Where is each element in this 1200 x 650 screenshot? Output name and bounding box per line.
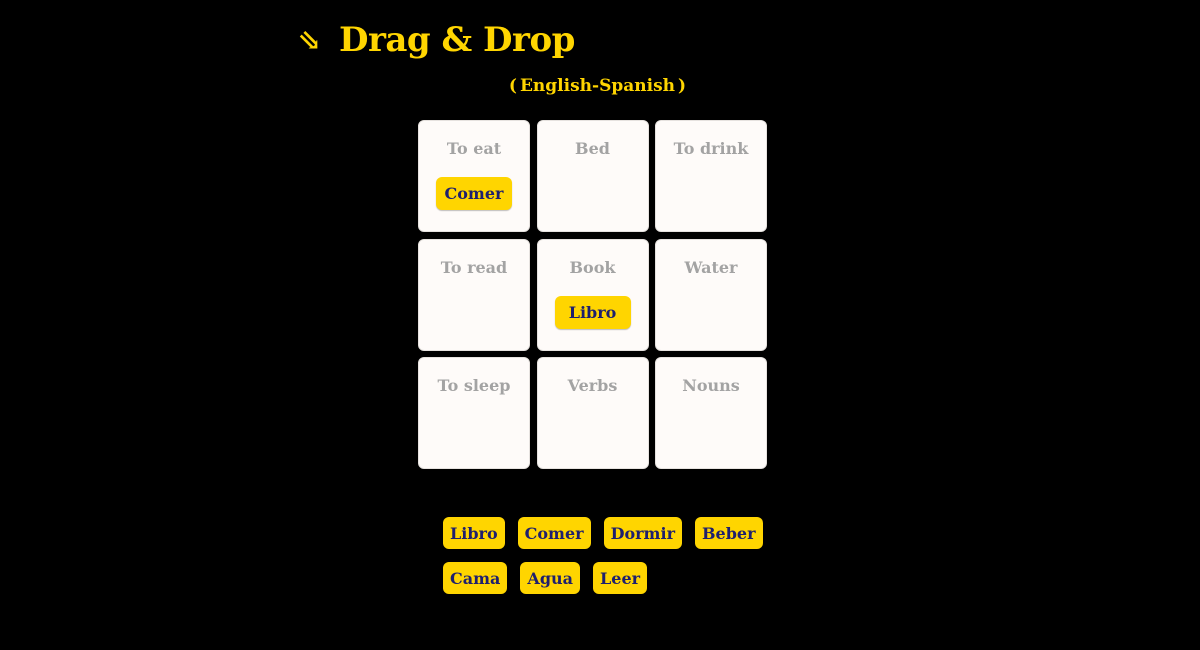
- drop-cell-label: To sleep: [437, 376, 511, 395]
- bank-chip-cama[interactable]: Cama: [443, 562, 508, 594]
- drop-cell-book[interactable]: Book Libro: [536, 238, 649, 351]
- drop-cell-label: Book: [569, 257, 616, 277]
- drop-cell-label: Water: [684, 257, 738, 277]
- bank-chip-libro[interactable]: Libro: [443, 517, 505, 549]
- word-bank-row: Libro Comer Dormir Beber: [443, 517, 763, 549]
- drop-cell-label: Verbs: [567, 376, 618, 395]
- drop-cell-water[interactable]: Water: [655, 238, 767, 351]
- word-bank-row: Cama Agua Leer: [443, 562, 763, 594]
- drop-cell-label: To read: [440, 257, 508, 277]
- drop-cell-to-read[interactable]: To read: [418, 238, 530, 351]
- drop-cell-label: To drink: [673, 139, 749, 158]
- page-title-text: Drag & Drop: [338, 20, 575, 60]
- drop-cell-verbs[interactable]: Verbs: [536, 357, 649, 469]
- drop-grid: To eat Comer Bed To drink To read Book L…: [418, 120, 767, 469]
- drop-cell-nouns[interactable]: Nouns: [655, 357, 767, 469]
- bank-chip-leer[interactable]: Leer: [593, 562, 648, 594]
- drop-cell-to-sleep[interactable]: To sleep: [418, 357, 530, 469]
- word-chip-comer[interactable]: Comer: [436, 177, 512, 210]
- bank-chip-agua[interactable]: Agua: [520, 562, 581, 594]
- drop-cell-to-drink[interactable]: To drink: [655, 120, 767, 232]
- subtitle-open-paren: (: [508, 76, 517, 96]
- arrow-down-right-icon: ⇘: [298, 23, 321, 57]
- page-title: ⇘ Drag & Drop: [298, 18, 575, 62]
- drop-cell-label: Nouns: [682, 376, 740, 395]
- word-bank: Libro Comer Dormir Beber Cama Agua Leer: [443, 517, 763, 607]
- drop-cell-label: Bed: [575, 139, 610, 158]
- drop-cell-bed[interactable]: Bed: [536, 120, 649, 232]
- bank-chip-beber[interactable]: Beber: [695, 517, 763, 549]
- subtitle-close-paren: ): [678, 76, 687, 96]
- bank-chip-dormir[interactable]: Dormir: [603, 517, 682, 549]
- drop-cell-label: To eat: [446, 139, 502, 158]
- drop-cell-to-eat[interactable]: To eat Comer: [418, 120, 530, 232]
- word-chip-libro[interactable]: Libro: [554, 295, 631, 329]
- page-subtitle: (English-Spanish): [0, 76, 1195, 96]
- bank-chip-comer[interactable]: Comer: [517, 517, 591, 549]
- subtitle-text: English-Spanish: [519, 76, 676, 96]
